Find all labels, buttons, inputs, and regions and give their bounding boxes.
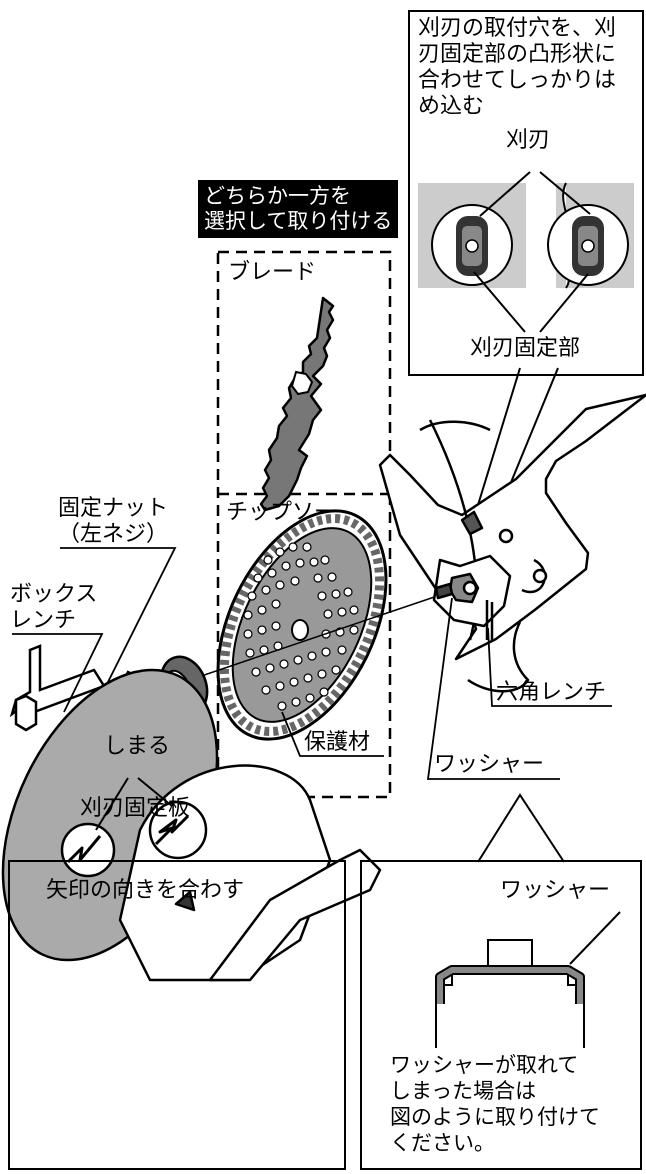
instruction-line-1: 刈刃の取付穴を、刈 bbox=[418, 16, 617, 41]
arrow-align-label: 矢印の向きを合わす bbox=[46, 878, 245, 903]
note-line-1: ワッシャーが取れて bbox=[390, 1053, 579, 1077]
bottom-left-callout-box bbox=[8, 860, 346, 1170]
blade-drawing bbox=[259, 296, 335, 512]
note-line-2: しまった場合は bbox=[390, 1079, 537, 1103]
instruction-line-4: め込む bbox=[418, 94, 485, 119]
blade-fixing-label: 刈刃固定部 bbox=[470, 336, 581, 361]
blade-callout-label: 刈刃 bbox=[506, 128, 551, 153]
fixing-nut-label: 固定ナット （左ネジ） bbox=[58, 496, 168, 548]
box-wrench-line-2: レンチ bbox=[10, 608, 77, 633]
banner-line-1: どちらか一方を bbox=[204, 184, 351, 208]
tighten-label: しまる bbox=[104, 734, 171, 759]
note-line-4: ください。 bbox=[390, 1131, 495, 1155]
box-wrench-label: ボックス レンチ bbox=[10, 582, 97, 634]
instruction-line-2: 刃固定部の凸形状に bbox=[418, 42, 617, 67]
fixing-nut-line-1: 固定ナット bbox=[58, 496, 169, 521]
chipsaw-label: チップソー bbox=[226, 500, 337, 525]
fixing-nut-line-2: （左ネジ） bbox=[58, 522, 169, 547]
bottom-left-callout-art bbox=[1, 668, 382, 982]
choose-one-banner: どちらか一方を 選択して取り付ける bbox=[198, 180, 399, 238]
top-callout-instruction: 刈刃の取付穴を、刈 刃固定部の凸形状に 合わせてしっかりは め込む bbox=[418, 16, 616, 120]
fixing-plate-label: 刈刃固定板 bbox=[80, 796, 191, 821]
washer-label: ワッシャー bbox=[434, 752, 545, 777]
bottom-right-callout-box bbox=[360, 860, 642, 1170]
trimmer-head-drawing bbox=[378, 393, 646, 693]
bottom-right-callout-art bbox=[435, 911, 621, 1048]
protector-label: 保護材 bbox=[304, 730, 371, 755]
hex-wrench-label: 六角レンチ bbox=[496, 680, 607, 705]
washer-note: ワッシャーが取れて しまった場合は 図のように取り付けて ください。 bbox=[390, 1052, 600, 1156]
blade-label: ブレード bbox=[228, 260, 317, 285]
washer-detail-label: ワッシャー bbox=[500, 878, 611, 903]
top-callout-art bbox=[418, 171, 634, 333]
box-wrench-line-1: ボックス bbox=[10, 582, 98, 607]
banner-line-2: 選択して取り付ける bbox=[204, 209, 393, 233]
top-callout-box bbox=[408, 10, 644, 376]
note-line-3: 図のように取り付けて bbox=[390, 1105, 600, 1129]
chipsaw-drawing bbox=[216, 509, 388, 741]
instruction-line-3: 合わせてしっかりは bbox=[418, 68, 617, 93]
